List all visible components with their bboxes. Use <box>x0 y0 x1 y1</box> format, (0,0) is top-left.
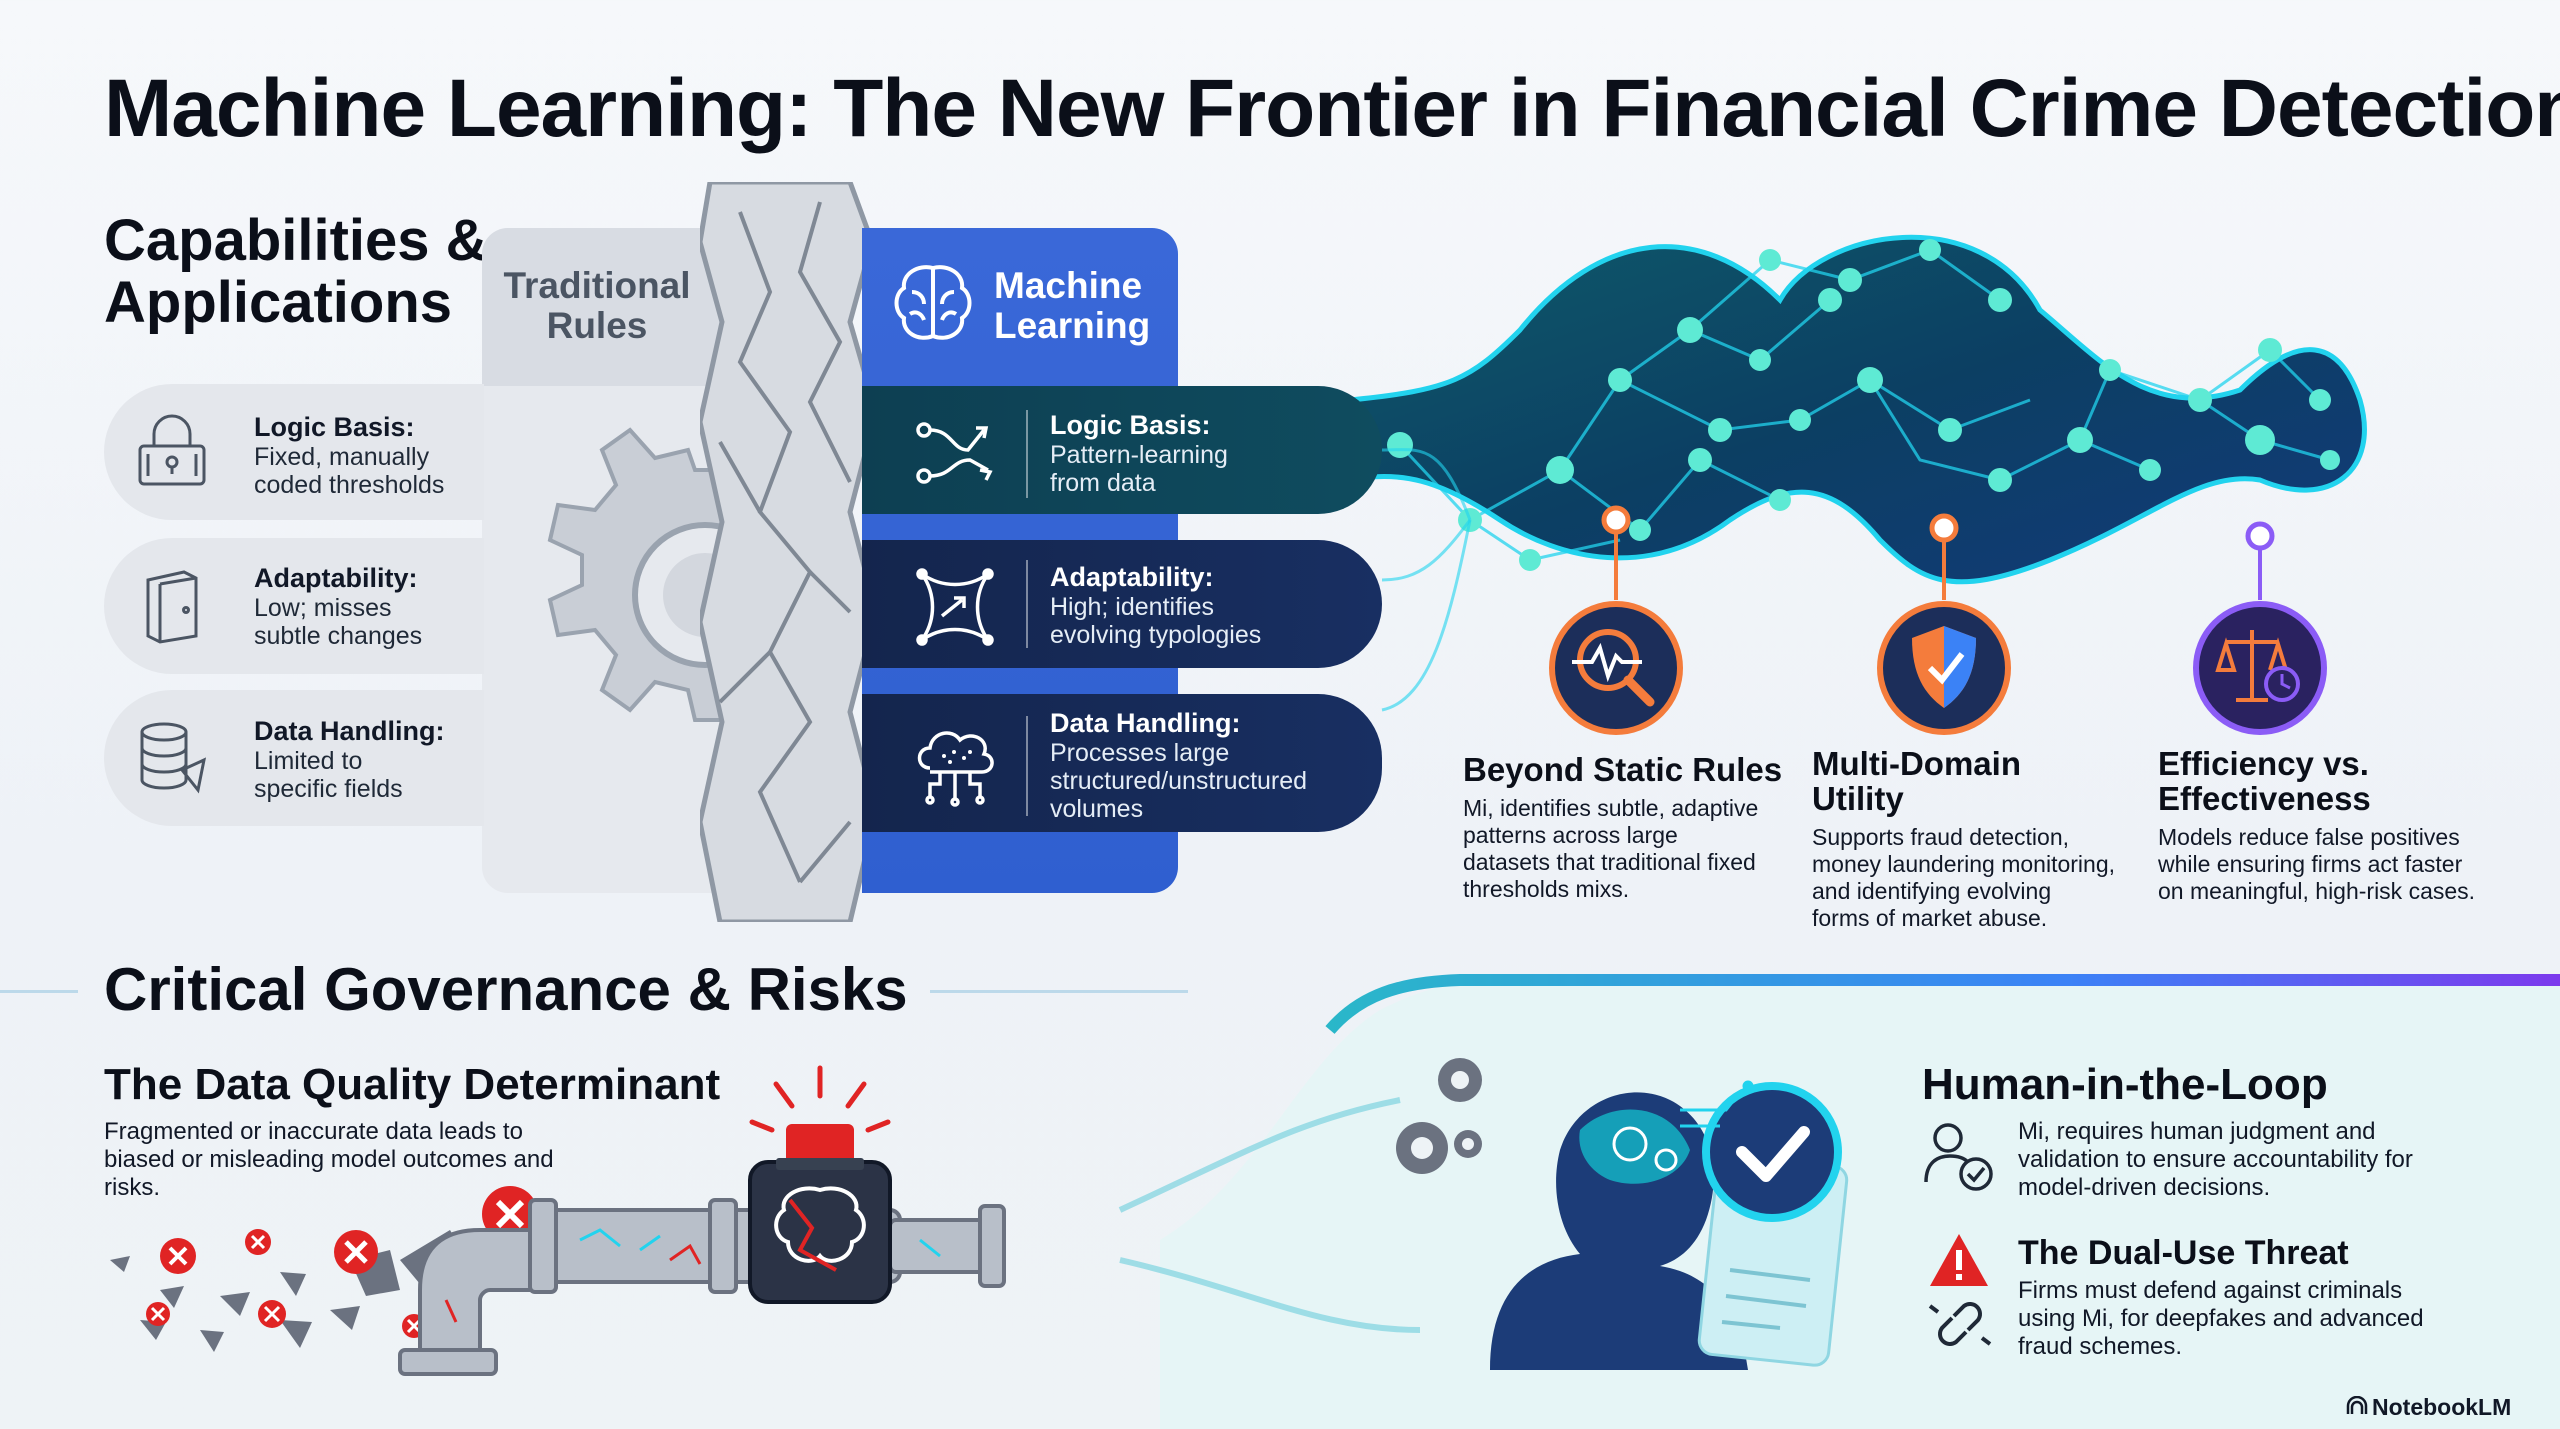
trad-logic-text: Logic Basis: Fixed, manually coded thres… <box>254 412 444 499</box>
traditional-header <box>482 228 732 386</box>
feature-efficiency-line1: Models reduce false positives <box>2158 824 2460 850</box>
feature-multi-line3: and identifying evolving <box>1812 878 2052 904</box>
padlock-icon <box>138 414 206 486</box>
ml-logic-text: Logic Basis: Pattern-learning from data <box>1050 410 1228 497</box>
trad-row-logic <box>104 384 484 520</box>
feature-beyond-title: Beyond Static Rules <box>1463 751 1783 788</box>
feature-beyond-line2: patterns across large <box>1463 822 1678 848</box>
traditional-rules-label: Traditional Rules <box>482 266 712 346</box>
feature-efficiency-line3: on meaningful, high-risk cases. <box>2158 878 2476 904</box>
governance-rule-right <box>930 990 1188 993</box>
ml-adapt-line1: High; identifies <box>1050 593 1214 621</box>
ml-row-logic <box>862 386 1382 514</box>
feature-beyond-static: Beyond Static Rules Mi, identifies subtl… <box>1463 752 1783 903</box>
machine-learning-label: Machine Learning <box>994 266 1150 346</box>
traditional-label-line2: Rules <box>546 305 648 346</box>
ml-row-adaptability <box>862 540 1382 668</box>
traditional-label-line1: Traditional <box>503 265 691 306</box>
feature-multi-title-line2: Utility <box>1812 780 1904 817</box>
dual-use-text: Firms must defend against criminals usin… <box>2018 1277 2424 1360</box>
governance-rule-left <box>0 990 78 993</box>
cracked-wall <box>700 182 879 922</box>
ml-label-line1: Machine <box>994 265 1143 306</box>
brain-icon <box>894 265 972 340</box>
governance-heading: Critical Governance & Risks <box>104 956 908 1023</box>
data-quality-title: The Data Quality Determinant <box>104 1060 721 1109</box>
capabilities-heading-line1: Capabilities & <box>104 208 488 273</box>
brand-label: NotebookLM <box>2372 1394 2512 1420</box>
feature-beyond-line1: Mi, identifies subtle, adaptive <box>1463 795 1759 821</box>
trad-adapt-text: Adaptability: Low; misses subtle changes <box>254 563 422 650</box>
feature-beyond-line4: thresholds mixs. <box>1463 876 1630 902</box>
trad-data-line2: specific fields <box>254 775 403 803</box>
trad-data-line1: Limited to <box>254 747 363 775</box>
ml-adapt-line2: evolving typologies <box>1050 621 1262 649</box>
trad-row-data <box>104 690 484 826</box>
human-robot-illustration <box>1396 1058 1849 1370</box>
trad-adapt-heading: Adaptability: <box>254 563 418 593</box>
feature-efficiency-title-line1: Efficiency vs. <box>2158 745 2369 782</box>
capabilities-heading-line2: Applications <box>104 270 453 335</box>
ml-data-heading: Data Handling: <box>1050 708 1241 738</box>
trad-adapt-line2: subtle changes <box>254 622 423 650</box>
feature-multi-title-line1: Multi-Domain <box>1812 745 2021 782</box>
cloud-data-icon <box>917 731 994 807</box>
capabilities-heading: Capabilities & Applications <box>104 210 488 334</box>
broken-pipe-illustration <box>110 1065 1006 1376</box>
ml-data-line1: Processes large <box>1050 739 1230 767</box>
user-check-icon <box>1924 1123 1993 1191</box>
feature-multi-line2: money laundering monitoring, <box>1812 851 2116 877</box>
notebooklm-logo-icon <box>2346 1396 2368 1414</box>
ml-label-line2: Learning <box>994 305 1151 346</box>
ml-adapt-divider <box>1026 560 1028 648</box>
ml-data-line3: volumes <box>1050 795 1144 823</box>
trad-logic-heading: Logic Basis: <box>254 412 415 442</box>
feature-multi-line4: forms of market abuse. <box>1812 905 2048 931</box>
trad-data-heading: Data Handling: <box>254 716 445 746</box>
magnifier-pulse-icon <box>1549 601 1683 735</box>
ml-logic-line2: from data <box>1050 469 1156 497</box>
database-icon <box>140 722 207 794</box>
trad-row-adaptability <box>104 538 484 674</box>
door-icon <box>146 570 198 644</box>
page-title: Machine Learning: The New Frontier in Fi… <box>104 63 2560 154</box>
dual-use-title: The Dual-Use Threat <box>2018 1234 2349 1272</box>
trad-logic-line1: Fixed, manually <box>254 443 430 471</box>
feature-efficiency: Efficiency vs. Effectiveness Models redu… <box>2158 746 2518 905</box>
human-in-loop-text: Mi, requires human judgment and validati… <box>2018 1118 2413 1201</box>
pattern-arrows-icon <box>916 422 993 484</box>
scales-clock-icon <box>2193 601 2327 735</box>
feature-efficiency-title-line2: Effectiveness <box>2158 780 2371 817</box>
ml-data-line2: structured/unstructured <box>1050 767 1308 795</box>
trad-adapt-line1: Low; misses <box>254 594 392 622</box>
ml-logic-heading: Logic Basis: <box>1050 410 1211 440</box>
ml-data-text: Data Handling: Processes large structure… <box>1050 708 1307 823</box>
data-quality-text: Fragmented or inaccurate data leads to b… <box>104 1118 554 1201</box>
ml-adapt-heading: Adaptability: <box>1050 562 1214 592</box>
adaptive-shape-icon <box>916 568 994 646</box>
feature-multi-domain: Multi-Domain Utility Supports fraud dete… <box>1812 746 2142 932</box>
feature-multi-line1: Supports fraud detection, <box>1812 824 2069 850</box>
ml-logic-line1: Pattern-learning <box>1050 441 1228 469</box>
ml-logic-divider <box>1026 410 1028 498</box>
ml-adapt-text: Adaptability: High; identifies evolving … <box>1050 562 1261 649</box>
feature-beyond-line3: datasets that traditional fixed <box>1463 849 1756 875</box>
human-in-loop-title: Human-in-the-Loop <box>1922 1060 2328 1109</box>
broken-link-icon <box>1928 1302 1992 1346</box>
ml-data-divider <box>1026 716 1028 816</box>
trad-data-text: Data Handling: Limited to specific field… <box>254 716 445 803</box>
shield-icon <box>1877 601 2011 735</box>
feature-efficiency-line2: while ensuring firms act faster <box>2158 851 2463 877</box>
warning-icon <box>1930 1234 1988 1286</box>
trad-logic-line2: coded thresholds <box>254 471 445 499</box>
